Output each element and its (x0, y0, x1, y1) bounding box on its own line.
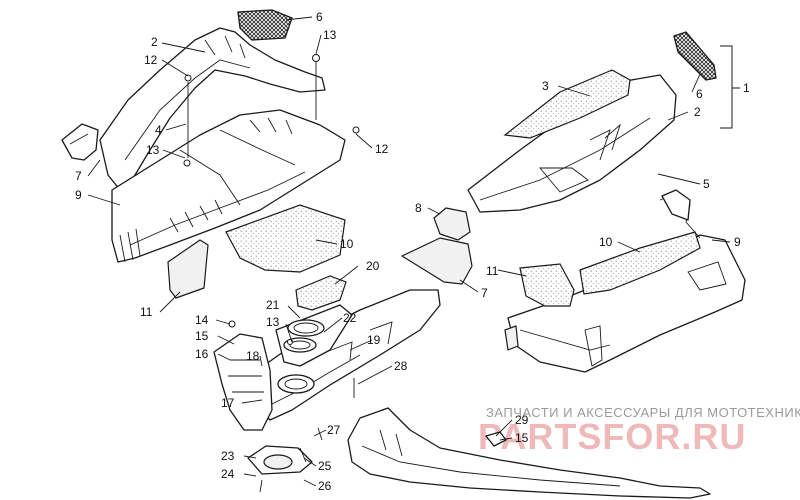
callout-13: 13 (146, 143, 160, 157)
callout-9: 9 (734, 235, 741, 249)
callout-2: 2 (151, 35, 158, 49)
callout-18: 18 (246, 349, 260, 363)
callout-17: 17 (221, 396, 235, 410)
callout-29: 29 (515, 413, 529, 427)
callout-14: 14 (195, 313, 209, 327)
callout-20: 20 (366, 259, 380, 273)
callout-25: 25 (318, 459, 332, 473)
upper-panel-right (401, 31, 740, 285)
callout-4: 4 (155, 123, 162, 137)
callout-16: 16 (195, 347, 209, 361)
callout-21: 21 (266, 298, 280, 312)
callout-19: 19 (367, 333, 381, 347)
belly-pan-right (504, 189, 746, 373)
callout-26: 26 (318, 479, 332, 493)
callout-11: 11 (140, 305, 153, 319)
callout-13: 13 (323, 28, 337, 42)
callout-28: 28 (394, 359, 408, 373)
callout-2: 2 (694, 105, 701, 119)
callout-12: 12 (144, 53, 158, 67)
callout-6: 6 (316, 10, 323, 24)
callout-24: 24 (221, 467, 235, 481)
callout-23: 23 (221, 449, 235, 463)
upper-hood-left (61, 9, 360, 299)
callout-5: 5 (703, 177, 710, 191)
callout-15: 15 (515, 431, 529, 445)
callout-7: 7 (75, 169, 82, 183)
callout-3: 3 (542, 79, 549, 93)
callout-1: 1 (743, 81, 750, 95)
callout-10: 10 (340, 237, 354, 251)
leader-lines (87, 16, 731, 487)
callout-11: 11 (486, 264, 499, 278)
callout-22: 22 (343, 311, 357, 325)
callout-9: 9 (75, 188, 82, 202)
callout-6: 6 (696, 87, 703, 101)
callout-15: 15 (195, 329, 209, 343)
callout-12: 12 (375, 142, 389, 156)
watermark-site: PARTSFOR.RU (478, 416, 746, 457)
callout-13: 13 (266, 315, 280, 329)
callout-7: 7 (481, 286, 488, 300)
callout-10: 10 (599, 235, 613, 249)
callout-27: 27 (327, 423, 341, 437)
watermark: ЗАПЧАСТИ И АКСЕССУАРЫ ДЛЯ МОТОТЕХНИКИ PA… (478, 405, 800, 457)
lower-skid-panel (347, 407, 711, 499)
watermark-tagline: ЗАПЧАСТИ И АКСЕССУАРЫ ДЛЯ МОТОТЕХНИКИ (486, 405, 800, 420)
callout-8: 8 (415, 201, 422, 215)
callout-labels: 2 12 4 13 6 13 12 7 9 10 11 20 21 13 22 … (75, 10, 750, 493)
